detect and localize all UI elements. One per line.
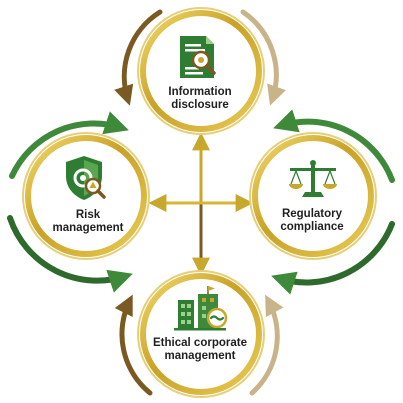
left-lower-swoosh [7, 215, 133, 293]
top-left-swoosh [114, 9, 163, 106]
risk-management-label: Risk management [36, 209, 140, 235]
risk-management-line2: management [52, 222, 124, 234]
information-disclosure-line2: disclosure [171, 99, 229, 111]
buildings-handshake-icon [174, 286, 228, 331]
information-disclosure-label: Information disclosure [148, 86, 252, 112]
scales-of-justice-icon [289, 160, 337, 197]
ethical-corporate-management-line2: management [164, 350, 236, 362]
ethical-corporate-management-label: Ethical corporate management [148, 337, 252, 363]
regulatory-compliance-line1: Regulatory [281, 208, 343, 220]
bottom-left-swoosh [114, 294, 153, 396]
risk-management-line1: Risk [75, 209, 101, 221]
right-upper-swoosh [273, 109, 395, 183]
bottom-right-swoosh [249, 294, 284, 396]
information-disclosure-line1: Information [168, 86, 232, 98]
shield-gear-icon [66, 156, 106, 200]
left-upper-swoosh [9, 111, 129, 179]
node-bottom-circle [137, 270, 265, 398]
regulatory-compliance-label: Regulatory compliance [260, 208, 364, 234]
top-right-swoosh [240, 9, 287, 106]
regulatory-compliance-line2: compliance [280, 221, 344, 233]
document-search-icon [180, 36, 216, 78]
right-lower-swoosh [271, 221, 395, 295]
ethical-corporate-management-line1: Ethical corporate [153, 337, 247, 349]
